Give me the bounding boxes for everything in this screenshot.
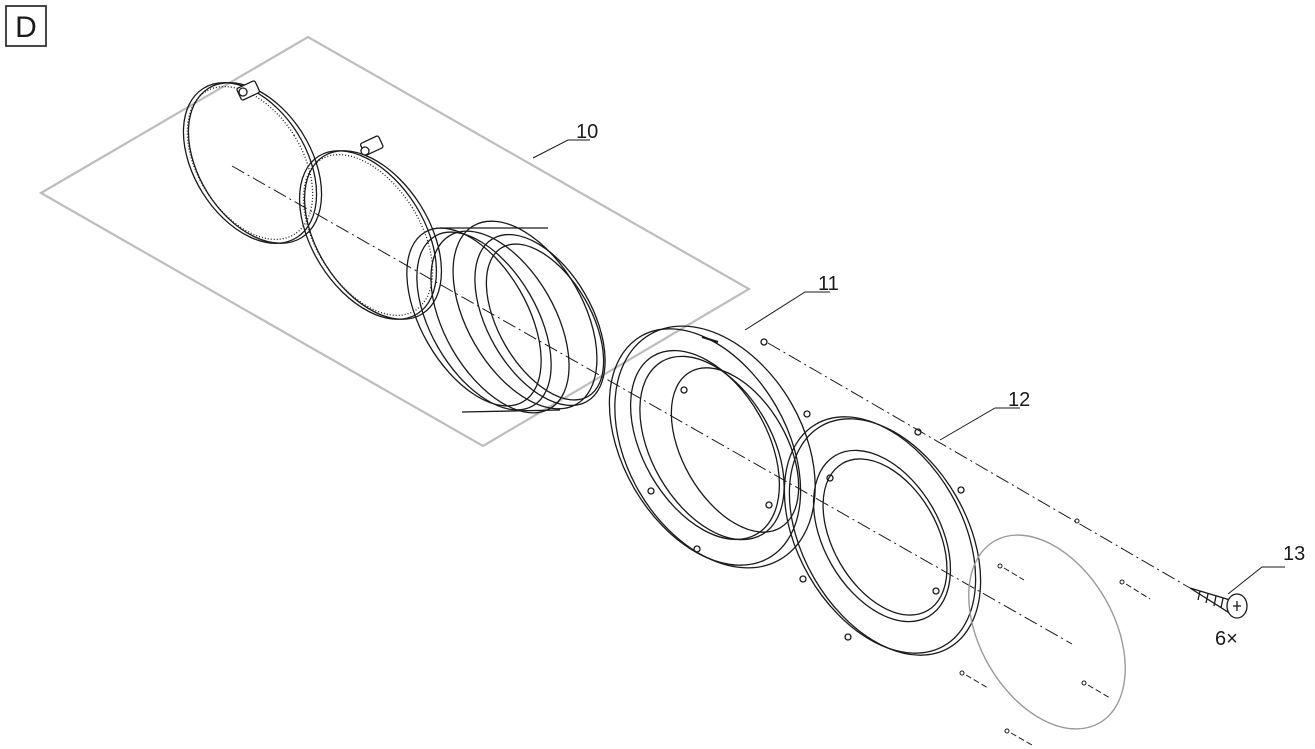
view-label-frame bbox=[5, 5, 47, 47]
gasket bbox=[968, 534, 1126, 730]
screw bbox=[1189, 587, 1248, 619]
rubber-sleeve bbox=[406, 220, 606, 414]
callout-10: 10 bbox=[576, 121, 598, 143]
adapter-flange bbox=[608, 325, 816, 569]
mounting-ring bbox=[783, 416, 982, 656]
screw-axis-line bbox=[767, 342, 1191, 589]
quantity-label: 6× bbox=[1215, 628, 1238, 650]
gasket-hole-markers bbox=[959, 518, 1151, 746]
callout-11: 11 bbox=[818, 273, 839, 295]
callout-12: 12 bbox=[1008, 389, 1030, 411]
center-axis-line bbox=[231, 165, 1073, 645]
hose-clamp-1 bbox=[182, 80, 323, 244]
kit-outline bbox=[38, 35, 752, 448]
view-label-text: D bbox=[15, 11, 37, 44]
view-label: D bbox=[5, 5, 47, 47]
leader-lines bbox=[532, 139, 1285, 595]
callout-13: 13 bbox=[1283, 543, 1305, 565]
